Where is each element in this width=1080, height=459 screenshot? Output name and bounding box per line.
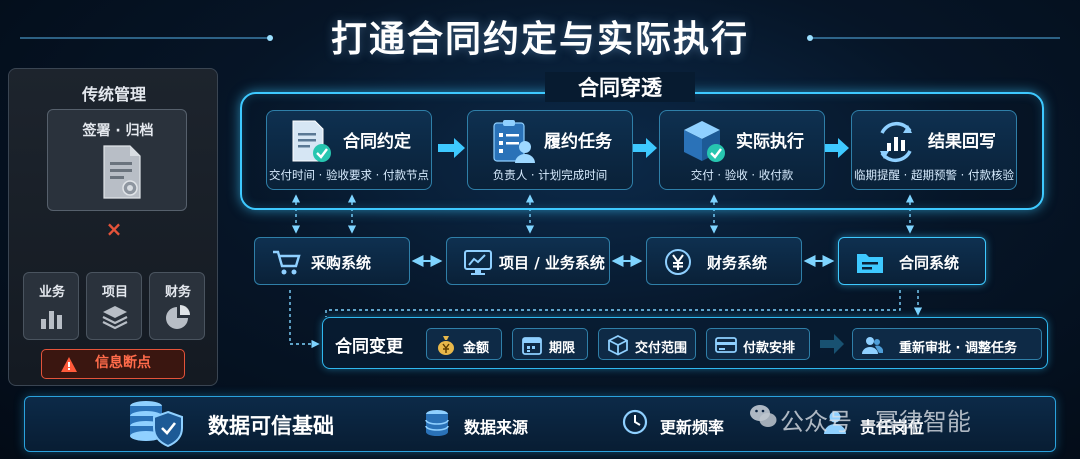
data-foundation-title: 数据可信基础 <box>208 414 334 438</box>
pie-chart-icon <box>166 305 190 329</box>
person-icon <box>824 411 846 434</box>
database-shield-icon <box>130 401 183 448</box>
department-box-finance: 财务 <box>149 272 205 340</box>
page-title: 打通合同约定与实际执行 <box>330 19 749 60</box>
change-item-label: 期限 <box>549 341 576 356</box>
change-item-label: 付款安排 <box>743 341 796 356</box>
archive-document-icon <box>103 145 141 199</box>
change-item-payment-arrangement[interactable]: 付款安排 <box>706 328 810 360</box>
step-name: 结果回写 <box>928 132 996 152</box>
task-checklist-icon <box>493 120 535 163</box>
user-group-icon <box>862 337 883 354</box>
system-finance[interactable]: 财务系统 <box>646 237 802 285</box>
traditional-management-panel: 传统管理 签署 · 归档 × 业务 项目 财务 <box>8 68 218 386</box>
change-item-label: 金额 <box>463 341 490 356</box>
sign-archive-box: 签署 · 归档 <box>47 109 187 211</box>
traditional-management-title: 传统管理 <box>81 85 146 104</box>
step-desc: 交付 · 验收 · 收付款 <box>690 168 794 182</box>
card-icon <box>715 337 737 353</box>
step-fulfilment-tasks[interactable]: 履约任务 负责人 · 计划完成时间 <box>467 110 633 190</box>
data-foundation-bar <box>24 396 1056 452</box>
step-desc: 交付时间 · 验收要求 · 付款节点 <box>269 168 429 182</box>
bar-chart-icon <box>41 311 62 329</box>
yen-coin-icon <box>665 249 691 275</box>
cube-check-icon <box>684 121 725 162</box>
info-break-badge: 信息断点 <box>41 349 185 379</box>
change-item-amount[interactable]: 金额 <box>426 328 502 360</box>
step-desc: 临期提醒 · 超期预警 · 付款核验 <box>854 168 1014 182</box>
break-mark: × <box>105 217 123 241</box>
change-item-label: 交付范围 <box>635 341 688 356</box>
department-box-project: 项目 <box>86 272 142 340</box>
change-item-term[interactable]: 期限 <box>512 328 588 360</box>
department-label: 项目 <box>101 285 128 300</box>
step-result-writeback[interactable]: 结果回写 临期提醒 · 超期预警 · 付款核验 <box>851 110 1017 190</box>
step-name: 合同约定 <box>343 132 411 152</box>
system-project-business[interactable]: 项目 / 业务系统 <box>446 237 610 285</box>
system-name: 项目 / 业务系统 <box>499 254 605 272</box>
foundation-item-label: 数据来源 <box>464 418 529 437</box>
step-actual-execution[interactable]: 实际执行 交付 · 验收 · 收付款 <box>659 110 825 190</box>
box-icon <box>608 334 628 356</box>
system-name: 采购系统 <box>311 254 372 272</box>
contract-change-title: 合同变更 <box>335 337 403 357</box>
system-name: 合同系统 <box>899 254 960 272</box>
wechat-icon <box>750 405 777 427</box>
warning-icon <box>61 357 77 372</box>
folder-icon <box>857 254 883 273</box>
sign-archive-label: 签署 · 归档 <box>82 123 154 139</box>
watermark: 公众号 · 幂律智能 <box>780 408 971 436</box>
monitor-chart-icon <box>464 250 492 275</box>
system-name: 财务系统 <box>707 254 768 272</box>
clock-icon <box>622 409 648 435</box>
department-label: 业务 <box>38 285 65 300</box>
system-contract[interactable]: 合同系统 <box>838 237 986 285</box>
layers-icon <box>102 306 128 330</box>
step-desc: 负责人 · 计划完成时间 <box>492 168 608 182</box>
calendar-icon <box>522 337 542 355</box>
cycle-chart-icon <box>880 121 912 163</box>
info-break-label: 信息断点 <box>95 355 151 371</box>
contract-penetration-title: 合同穿透 <box>545 72 695 102</box>
reapprove-adjust-label: 重新审批 · 调整任务 <box>899 341 1017 356</box>
database-icon <box>425 410 449 436</box>
change-item-delivery-scope[interactable]: 交付范围 <box>598 328 696 360</box>
reapprove-adjust-tasks[interactable]: 重新审批 · 调整任务 <box>852 328 1042 360</box>
money-bag-icon <box>438 336 454 355</box>
contract-document-icon <box>292 120 331 162</box>
step-name: 履约任务 <box>544 132 612 152</box>
step-name: 实际执行 <box>736 132 804 152</box>
department-label: 财务 <box>164 285 191 300</box>
step-contract-terms[interactable]: 合同约定 交付时间 · 验收要求 · 付款节点 <box>266 110 432 190</box>
department-box-business: 业务 <box>23 272 79 340</box>
cart-icon <box>273 250 301 275</box>
foundation-item-label: 责任岗位 <box>860 418 925 437</box>
system-procurement[interactable]: 采购系统 <box>254 237 410 285</box>
foundation-item-label: 更新频率 <box>660 418 725 437</box>
